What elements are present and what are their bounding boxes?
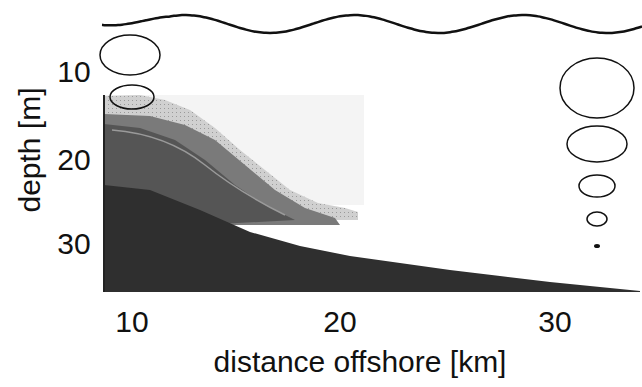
orbital-ellipse xyxy=(594,244,600,248)
axis-title: distance offshore [km] xyxy=(214,347,507,377)
sea-surface xyxy=(102,15,642,33)
orbital-ellipse xyxy=(587,212,607,226)
tick-label: 20 xyxy=(57,145,90,175)
orbital-ellipse xyxy=(560,58,634,118)
tick-label: 10 xyxy=(115,307,148,337)
axis-title: depth [m] xyxy=(15,87,45,212)
plot-edge xyxy=(103,95,105,292)
seabed xyxy=(104,185,640,292)
tick-label: 30 xyxy=(57,229,90,259)
orbital-ellipse xyxy=(567,126,627,162)
tick-label: 30 xyxy=(538,307,571,337)
orbital-ellipse xyxy=(110,85,154,109)
orbital-ellipse xyxy=(579,175,615,197)
tick-label: 20 xyxy=(323,307,356,337)
orbital-ellipse xyxy=(100,35,160,75)
tick-label: 10 xyxy=(57,57,90,87)
